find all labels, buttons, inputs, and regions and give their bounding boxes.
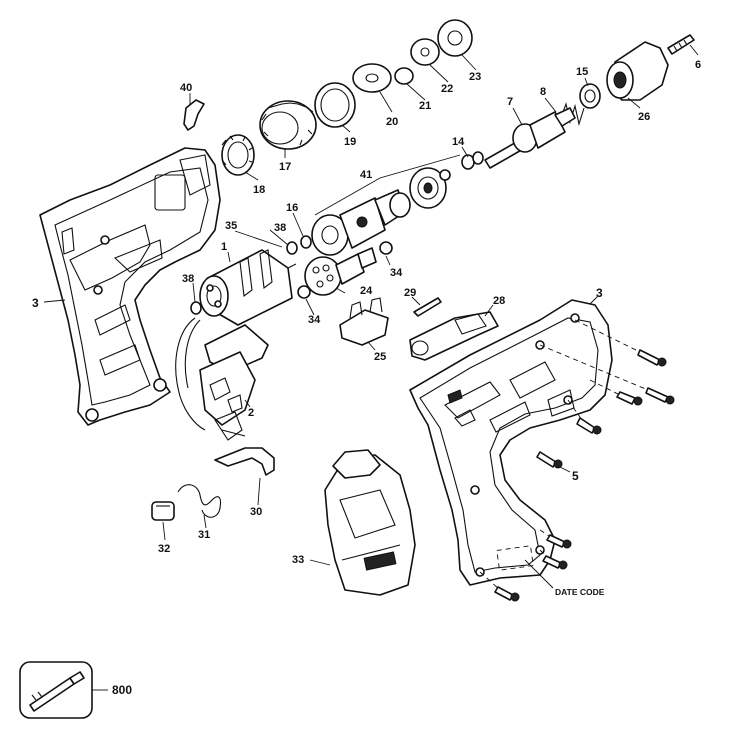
part-28-switch-slide — [409, 311, 499, 361]
callout-22: 22 — [441, 83, 453, 95]
part-38-washer-upper — [286, 241, 298, 255]
screw-5 — [536, 451, 563, 469]
callout-20: 20 — [386, 116, 398, 128]
callout-32: 32 — [158, 543, 170, 555]
part-20-washer — [352, 63, 392, 93]
part-15-ring — [579, 83, 601, 109]
part-26-chuck — [606, 41, 669, 101]
callout-21: 21 — [419, 100, 431, 112]
callout-30: 30 — [250, 506, 262, 518]
screw-3 — [589, 379, 643, 406]
callout-8: 8 — [540, 86, 546, 98]
part-19-ring — [314, 82, 356, 128]
part-30-clip — [214, 447, 275, 476]
callout-31: 31 — [198, 529, 210, 541]
part-24-gear — [304, 247, 377, 296]
part-38-washer-lower — [190, 301, 202, 315]
leader-lines — [43, 44, 699, 691]
part-34-washer-right — [379, 241, 393, 255]
screw-2 — [539, 344, 675, 405]
callout-5: 5 — [572, 469, 579, 483]
part-17-gear-housing — [259, 100, 317, 150]
part-7-spindle — [484, 107, 576, 169]
callout-41: 41 — [360, 169, 372, 181]
part-2-switch-assembly — [175, 317, 269, 441]
callout-800: 800 — [112, 683, 132, 697]
date-code-label: DATE CODE — [555, 587, 605, 597]
part-6-screw — [667, 34, 695, 55]
callout-26: 26 — [638, 111, 650, 123]
callout-24: 24 — [360, 285, 373, 297]
screw-6 — [539, 529, 572, 549]
part-1-motor — [199, 249, 297, 326]
callout-18: 18 — [253, 184, 265, 196]
part-41-gear-assembly — [311, 154, 461, 256]
part-25-bracket — [339, 297, 389, 346]
callout-28: 28 — [493, 295, 505, 307]
part-23-washer — [437, 19, 473, 57]
part-800-accessory — [19, 661, 93, 719]
callout-25: 25 — [374, 351, 386, 363]
callout-35: 35 — [225, 220, 237, 232]
callout-23: 23 — [469, 71, 481, 83]
callout-38-upper: 38 — [274, 222, 286, 234]
part-31-spring — [177, 484, 222, 518]
callout-33: 33 — [292, 554, 304, 566]
part-40-clip — [183, 99, 205, 131]
callout-14: 14 — [452, 136, 465, 148]
screw-8 — [479, 571, 520, 602]
callout-labels: 40 18 17 19 20 21 22 23 6 26 15 8 7 14 4… — [32, 59, 701, 697]
callout-38-lower: 38 — [182, 273, 194, 285]
callout-2: 2 — [248, 407, 254, 419]
part-34-washer-left — [297, 285, 311, 299]
callout-40: 40 — [180, 82, 192, 94]
part-32-button — [151, 501, 175, 521]
screw-7 — [539, 549, 568, 570]
part-18-ring-gear — [221, 134, 255, 176]
right-housing-half — [409, 299, 613, 586]
screw-4 — [567, 399, 602, 435]
part-21-small-ring — [394, 67, 414, 85]
part-16-washer — [300, 235, 312, 249]
part-14-washer — [461, 151, 484, 170]
part-29-pin — [413, 297, 442, 317]
left-housing-half — [39, 147, 221, 426]
callout-16: 16 — [286, 202, 298, 214]
callout-3-right: 3 — [596, 286, 603, 300]
callout-7: 7 — [507, 96, 513, 108]
part-33-battery-pack — [324, 449, 416, 596]
callout-17: 17 — [279, 161, 291, 173]
callout-19: 19 — [344, 136, 356, 148]
screw-1 — [574, 319, 667, 367]
callout-34-left: 34 — [308, 314, 321, 326]
callout-34-right: 34 — [390, 267, 403, 279]
part-22-washer — [410, 38, 440, 66]
screw-set — [479, 319, 675, 602]
callout-15: 15 — [576, 66, 588, 78]
callout-1: 1 — [221, 241, 227, 253]
callout-6: 6 — [695, 59, 701, 71]
callout-29: 29 — [404, 287, 416, 299]
callout-3-left: 3 — [32, 296, 39, 310]
